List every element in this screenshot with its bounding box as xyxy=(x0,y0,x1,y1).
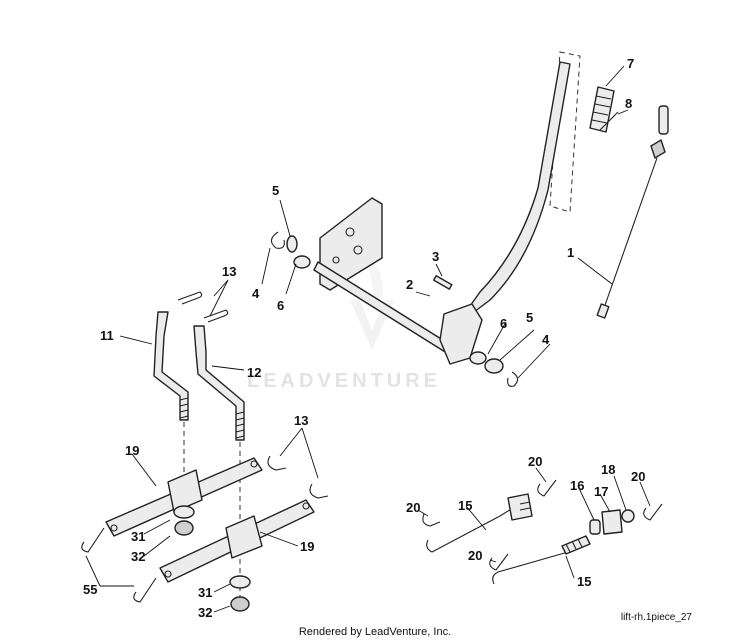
retaining-clip-left xyxy=(270,231,285,249)
leader-lines xyxy=(85,65,651,613)
hairpin-clip-c xyxy=(267,455,287,471)
nut-18 xyxy=(621,509,635,523)
watermark-text: LEADVENTURE xyxy=(247,370,441,392)
hairpin-clip-20-a xyxy=(422,513,441,527)
lift-arm-upper xyxy=(105,457,263,537)
drawing-code: lift-rh.1piece_27 xyxy=(620,612,692,623)
callout-label: 15 xyxy=(458,498,472,513)
hairpin-clip-20-d xyxy=(643,503,663,521)
callout-label: 18 xyxy=(601,462,615,477)
shaft-pin xyxy=(433,275,453,290)
retaining-clip-right xyxy=(507,371,519,387)
callout-label: 3 xyxy=(432,249,439,264)
washer-left xyxy=(286,235,298,253)
lift-arm-lower xyxy=(159,499,315,583)
callout-label: 5 xyxy=(526,310,533,325)
spacer-31-upper xyxy=(173,505,195,519)
lift-link-12 xyxy=(193,325,245,441)
callout-label: 13 xyxy=(294,413,308,428)
bushing-right xyxy=(469,351,487,365)
footer-credit: Rendered by LeadVenture, Inc. xyxy=(298,626,452,638)
callout-label: 20 xyxy=(406,500,420,515)
handle-grip xyxy=(589,86,615,133)
adjust-rod-lower xyxy=(492,535,591,585)
lift-cable xyxy=(596,105,669,319)
callout-label: 17 xyxy=(594,484,608,499)
callout-label: 19 xyxy=(125,443,139,458)
callout-label: 32 xyxy=(198,605,212,620)
nut-32-lower xyxy=(230,596,250,612)
callout-label: 31 xyxy=(198,585,212,600)
spacer-31-lower xyxy=(229,575,251,589)
callout-labels: 1 2 3 4 4 5 5 6 6 7 8 11 12 13 13 15 15 … xyxy=(83,56,645,620)
callout-label: 31 xyxy=(131,529,145,544)
hairpin-clip-b xyxy=(203,309,229,323)
callout-label: 6 xyxy=(277,298,284,313)
callout-label: 55 xyxy=(83,582,97,597)
washer-16 xyxy=(589,519,601,535)
bushing-left xyxy=(293,255,311,269)
lift-shaft xyxy=(313,61,571,365)
washer-right xyxy=(484,358,504,374)
callout-label: 20 xyxy=(468,548,482,563)
callout-label: 13 xyxy=(222,264,236,279)
callout-label: 16 xyxy=(570,478,584,493)
callout-label: 12 xyxy=(247,365,261,380)
callout-label: 4 xyxy=(542,332,550,347)
hairpin-clip-20-c xyxy=(489,553,509,571)
hairpin-clip-55-b xyxy=(133,577,157,603)
adjust-rod-upper xyxy=(426,493,533,553)
hairpin-clip-55-a xyxy=(81,527,105,553)
lift-link-11 xyxy=(153,311,189,421)
grip-pin xyxy=(599,111,619,131)
callout-label: 15 xyxy=(577,574,591,589)
hairpin-clip-20-b xyxy=(537,479,557,497)
callout-label: 6 xyxy=(500,316,507,331)
callout-label: 5 xyxy=(272,183,279,198)
callout-label: 20 xyxy=(631,469,645,484)
callout-label: 1 xyxy=(567,245,574,260)
callout-label: 4 xyxy=(252,286,260,301)
callout-label: 19 xyxy=(300,539,314,554)
trunnion-17 xyxy=(601,509,623,535)
callout-label: 20 xyxy=(528,454,542,469)
hairpin-clip-a xyxy=(177,291,203,305)
hairpin-clip-d xyxy=(309,483,329,499)
handle-grip-outline xyxy=(549,51,581,213)
callout-label: 32 xyxy=(131,549,145,564)
nut-32-upper xyxy=(174,520,194,536)
callout-label: 2 xyxy=(406,277,413,292)
callout-label: 11 xyxy=(100,328,114,343)
callout-label: 8 xyxy=(625,96,632,111)
callout-label: 7 xyxy=(627,56,634,71)
